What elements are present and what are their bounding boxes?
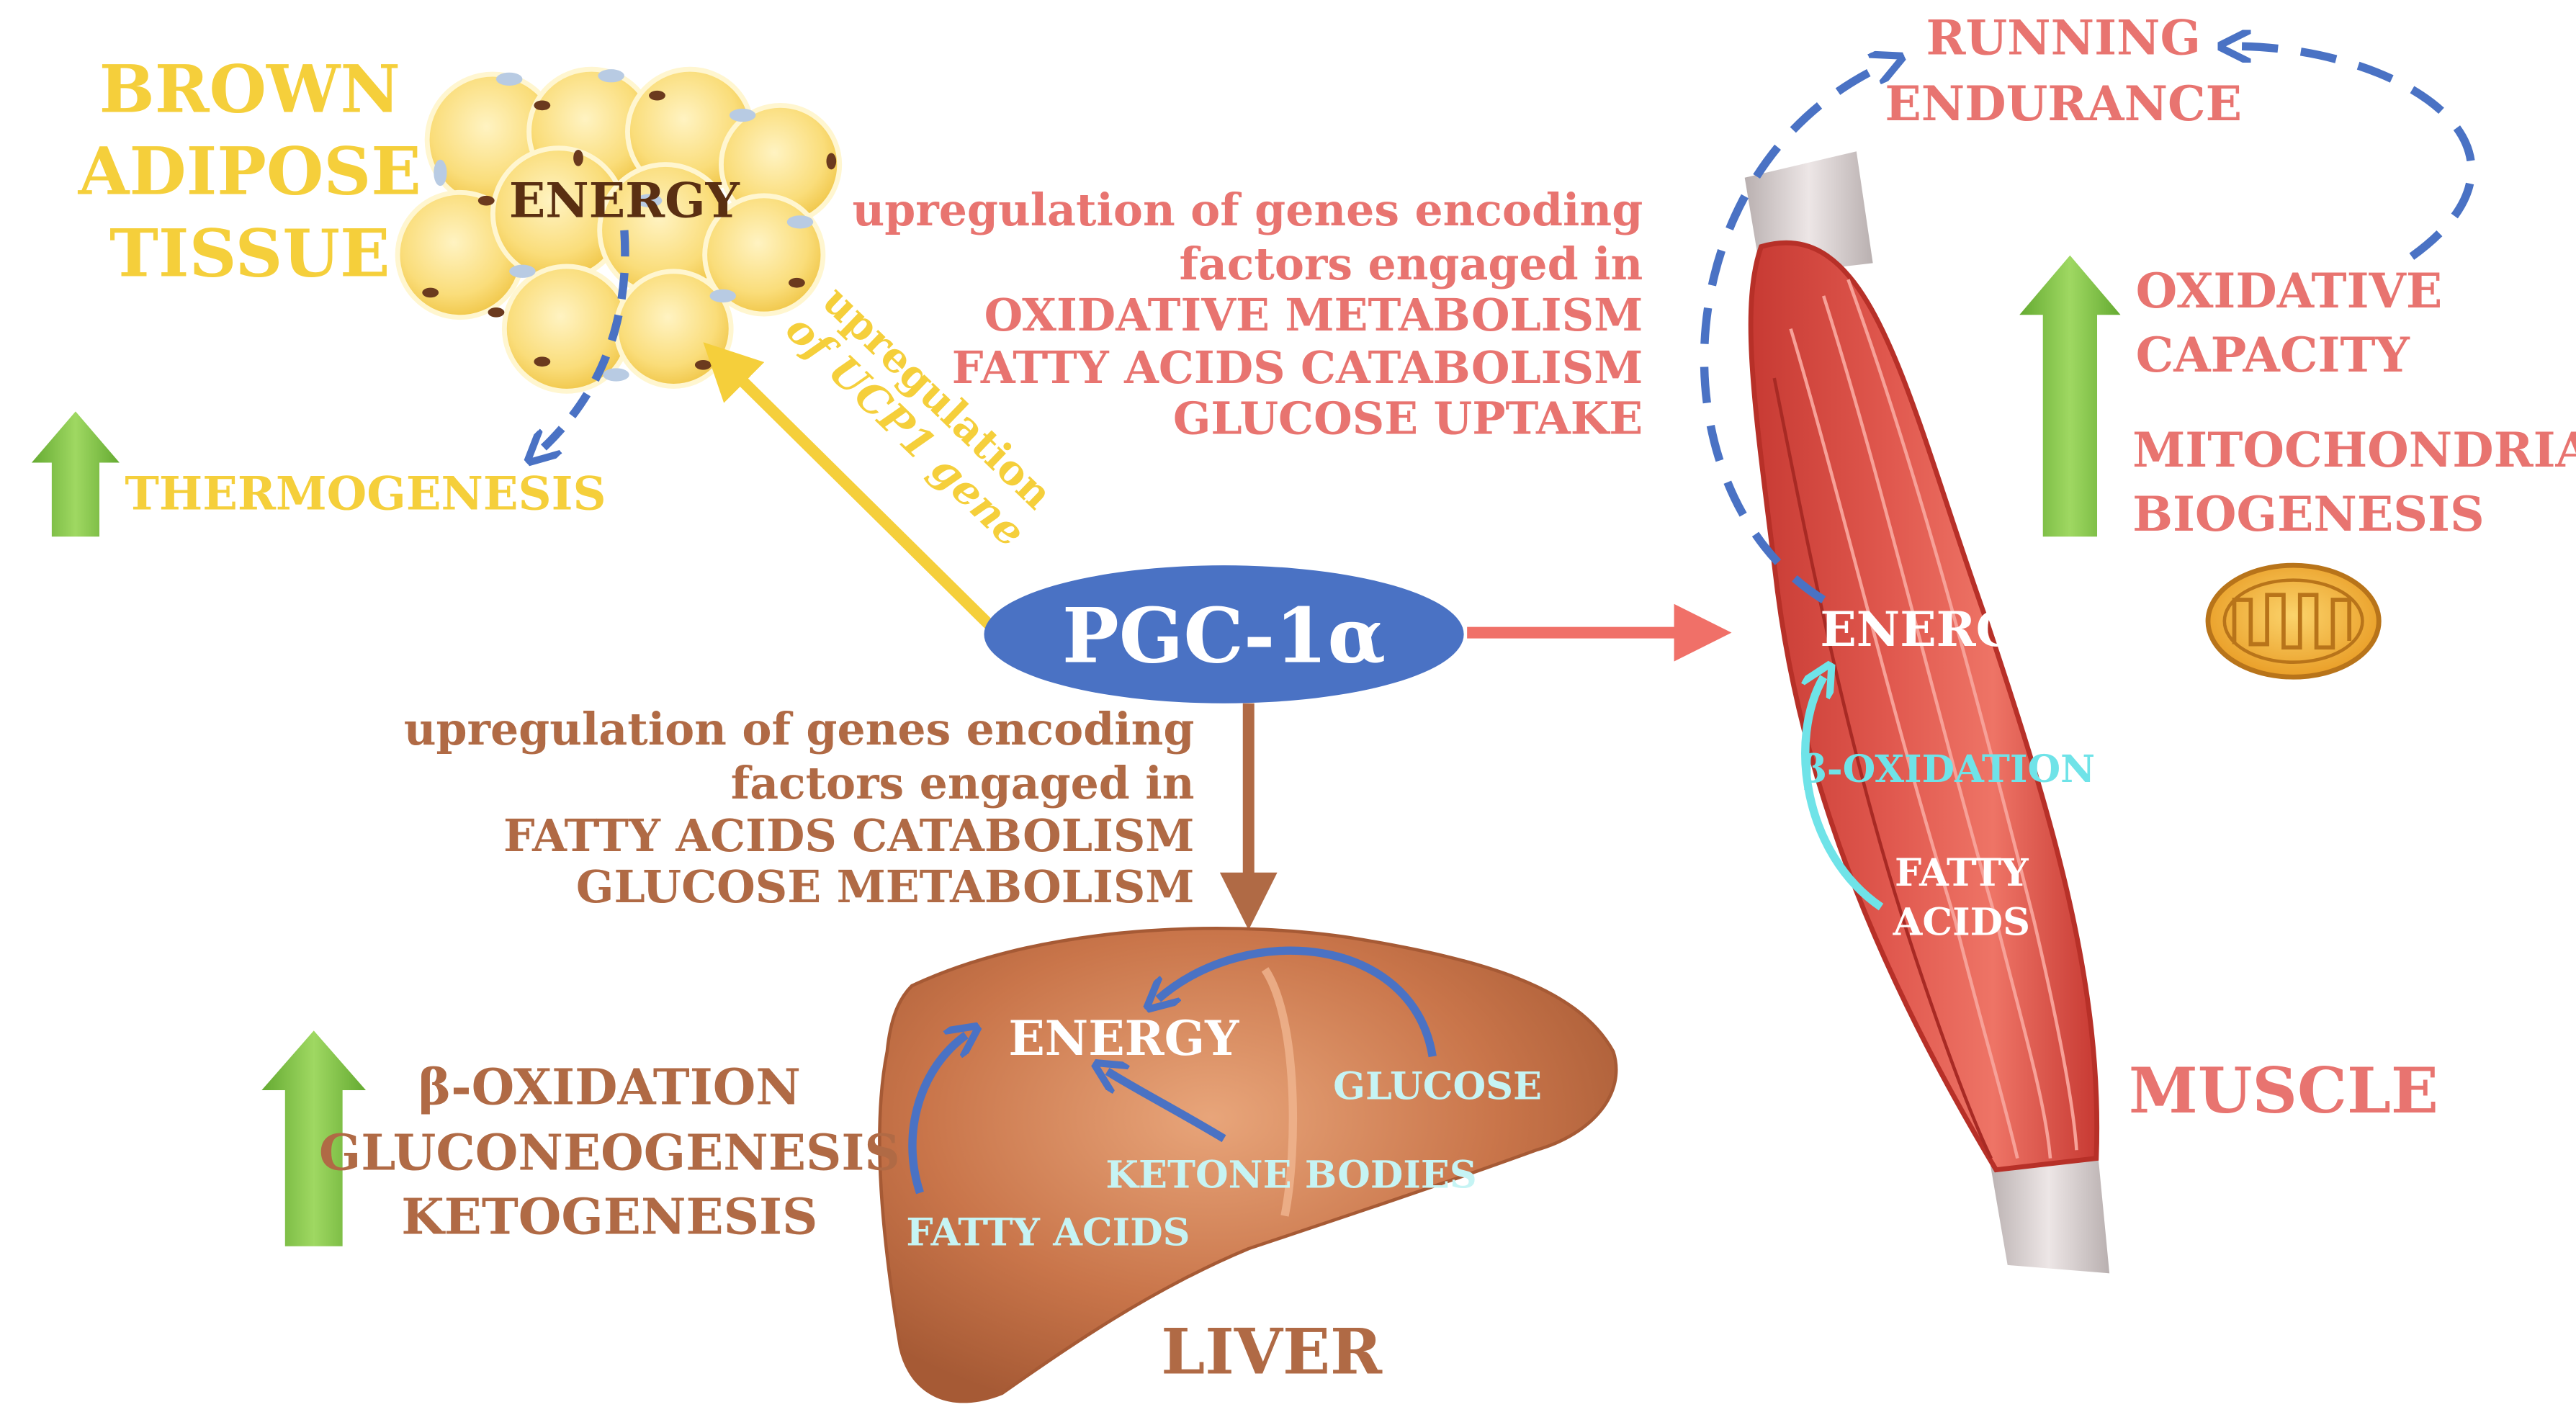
muscle-illustration bbox=[1744, 151, 2110, 1274]
muscle-pathway-line-1: upregulation of genes encoding bbox=[852, 184, 1643, 236]
muscle-increase-1: OXIDATIVE bbox=[2136, 263, 2443, 319]
running-label-1: RUNNING bbox=[1926, 10, 2201, 66]
muscle-up-arrow bbox=[2009, 248, 2132, 542]
running-endurance-loop bbox=[1700, 63, 1889, 603]
muscle-increase-2: CAPACITY bbox=[2136, 327, 2410, 383]
liver-title: LIVER bbox=[1161, 1316, 1383, 1388]
mitochondrion-icon bbox=[2205, 562, 2382, 680]
liver-pathway-text: upregulation of genes encoding factors e… bbox=[404, 703, 1195, 913]
pgc-1a-node bbox=[984, 565, 1464, 703]
muscle-increase-4: BIOGENESIS bbox=[2132, 486, 2485, 542]
liver-fatty-label: FATTY ACIDS bbox=[906, 1211, 1190, 1255]
liver-up-arrow bbox=[251, 1022, 377, 1251]
fatty-acids-to-energy-arrow bbox=[908, 1035, 966, 1195]
liver-increase-3: KETOGENESIS bbox=[401, 1189, 817, 1246]
liver-ketone-label: KETONE BODIES bbox=[1105, 1154, 1476, 1197]
liver-glucose-label: GLUCOSE bbox=[1333, 1065, 1542, 1109]
liver-increase-2: GLUCONEOGENESIS bbox=[319, 1125, 900, 1182]
bat-title-line-3: TISSUE bbox=[109, 215, 390, 292]
thermogenesis-label: THERMOGENESIS bbox=[125, 467, 606, 521]
liver-energy-label: ENERGY bbox=[1008, 1010, 1239, 1066]
muscle-energy-label: ENERGY bbox=[1820, 601, 2051, 657]
liver-pathway-line-2: factors engaged in bbox=[731, 757, 1195, 809]
ketone-to-energy-arrow bbox=[1108, 1071, 1226, 1143]
liver-pathway-line-4: GLUCOSE METABOLISM bbox=[576, 860, 1195, 913]
bat-title-line-1: BROWN bbox=[99, 50, 400, 127]
glucose-to-energy-arrow bbox=[1158, 946, 1437, 1058]
muscle-pathway-line-4: FATTY ACIDS CATABOLISM bbox=[952, 341, 1643, 394]
liver-ligament bbox=[1261, 967, 1298, 1217]
muscle-pathway-line-2: factors engaged in bbox=[1180, 238, 1643, 290]
muscle-pathway-line-3: OXIDATIVE METABOLISM bbox=[984, 289, 1643, 341]
muscle-increase-3: MITOCHONDRIAL bbox=[2132, 422, 2576, 478]
running-endurance-return bbox=[2235, 46, 2476, 260]
bat-energy-label: ENERGY bbox=[509, 172, 740, 228]
muscle-beta-oxidation-label: β-OXIDATION bbox=[1802, 747, 2095, 791]
running-label-2: ENDURANCE bbox=[1885, 76, 2242, 132]
pgc-1a-label: PGC-1α bbox=[1062, 591, 1386, 680]
pgc-to-bat-arrow bbox=[703, 342, 998, 634]
brown-adipose-cells bbox=[395, 66, 843, 394]
muscle-pathway-text: upregulation of genes encoding factors e… bbox=[852, 184, 1643, 445]
liver-pathway-line-3: FATTY ACIDS CATABOLISM bbox=[503, 809, 1194, 862]
muscle-beta-oxidation-arrow bbox=[1805, 677, 1884, 911]
muscle-fatty-label-1: FATTY bbox=[1895, 851, 2029, 895]
muscle-pathway-line-5: GLUCOSE UPTAKE bbox=[1173, 392, 1643, 445]
bat-title: BROWN ADIPOSE TISSUE bbox=[78, 50, 421, 292]
bat-title-line-2: ADIPOSE bbox=[78, 132, 421, 210]
liver-pathway-line-1: upregulation of genes encoding bbox=[404, 703, 1195, 755]
liver-increase-1: β-OXIDATION bbox=[418, 1058, 801, 1116]
muscle-title: MUSCLE bbox=[2129, 1055, 2438, 1128]
thermogenesis-up-arrow bbox=[21, 403, 130, 542]
muscle-fatty-label-2: ACIDS bbox=[1893, 900, 2030, 944]
